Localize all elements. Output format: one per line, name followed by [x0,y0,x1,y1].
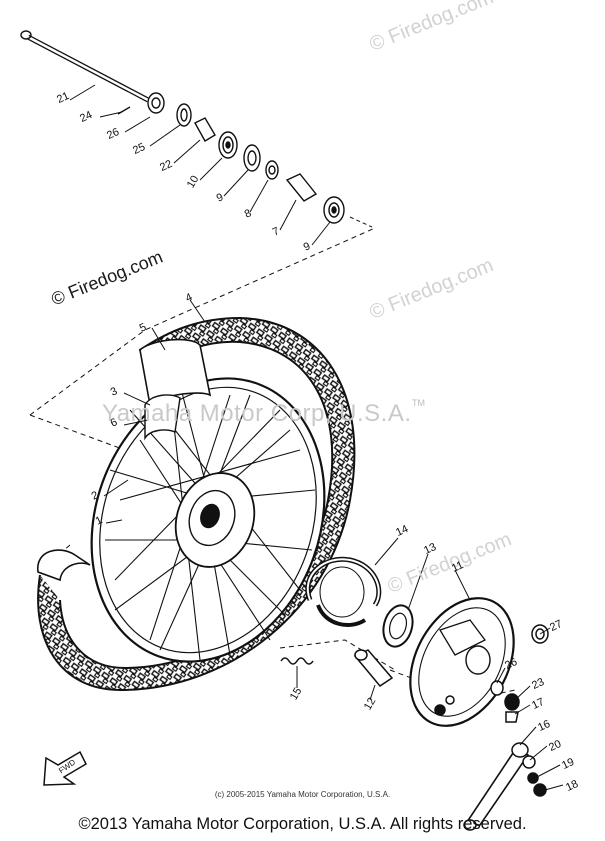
brake-assembly [280,556,549,831]
watermark-tm: TM [412,398,425,408]
copyright-footer: ©2013 Yamaha Motor Corporation, U.S.A. A… [78,815,527,833]
leader-lines [69,84,564,791]
wheel-assembly [37,316,356,692]
axle-assembly [20,30,373,228]
watermark-corp: Yamaha Motor Corp, U.S.A. [102,400,412,427]
fwd-arrow-icon [43,750,87,786]
fine-print: (c) 2005-2015 Yamaha Motor Corporation, … [214,790,391,799]
